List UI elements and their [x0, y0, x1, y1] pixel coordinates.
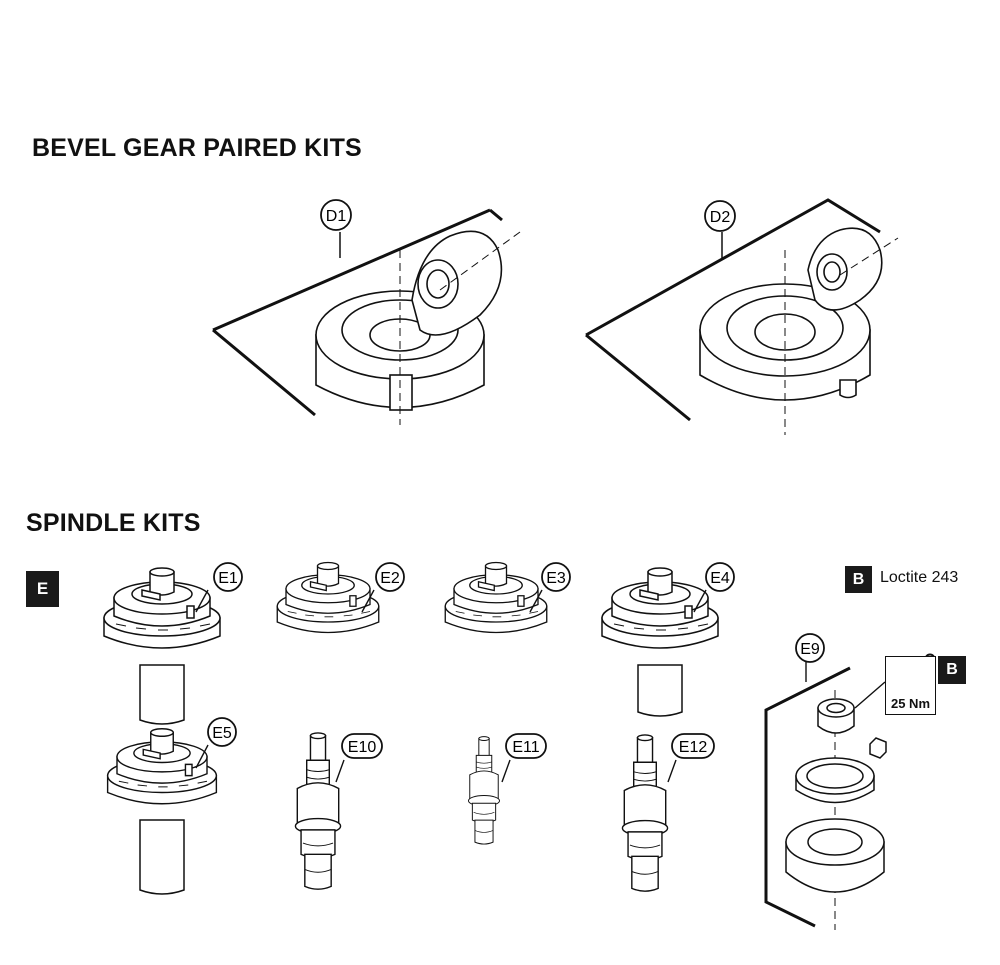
callout-d2: D2 — [710, 209, 731, 226]
bevel-kit-d2: D2 — [585, 198, 899, 435]
callout-e5: E5 — [212, 725, 232, 742]
bevel-gear-kits-title: BEVEL GEAR PAIRED KITS — [32, 134, 362, 162]
callout-e1: E1 — [218, 570, 238, 587]
callout-e4: E4 — [710, 570, 730, 587]
spindle-kits-title: SPINDLE KITS — [26, 509, 201, 537]
spindle-kit-e1: E1 — [103, 562, 243, 725]
spindle-kit-e4: E4 — [601, 562, 735, 717]
loctite-ref-badge: B — [938, 656, 966, 684]
torque-value: 25 Nm — [890, 696, 931, 711]
section-e-badge: E — [26, 571, 59, 607]
spindle-kit-e10: E10 — [294, 732, 383, 891]
spindle-kit-e3: E3 — [444, 561, 571, 634]
callout-e3: E3 — [546, 570, 566, 587]
spindle-kit-e2: E2 — [276, 561, 405, 634]
callout-e11: E11 — [512, 739, 539, 756]
callout-e12: E12 — [679, 739, 708, 756]
callout-e10: E10 — [348, 739, 377, 756]
callout-e2: E2 — [380, 570, 400, 587]
spindle-kit-e9: E9 — [764, 633, 887, 930]
bevel-kit-d1: D1 — [212, 199, 521, 425]
loctite-key-badge: B — [845, 566, 872, 593]
spindle-kit-e5: E5 — [106, 717, 237, 895]
callout-d1: D1 — [326, 208, 347, 225]
spindle-kit-e12: E12 — [621, 733, 715, 892]
torque-spec-box: 25 Nm — [885, 656, 936, 715]
callout-e9: E9 — [800, 641, 820, 658]
spindle-kit-e11: E11 — [467, 733, 547, 845]
loctite-legend-text: Loctite 243 — [880, 569, 959, 586]
